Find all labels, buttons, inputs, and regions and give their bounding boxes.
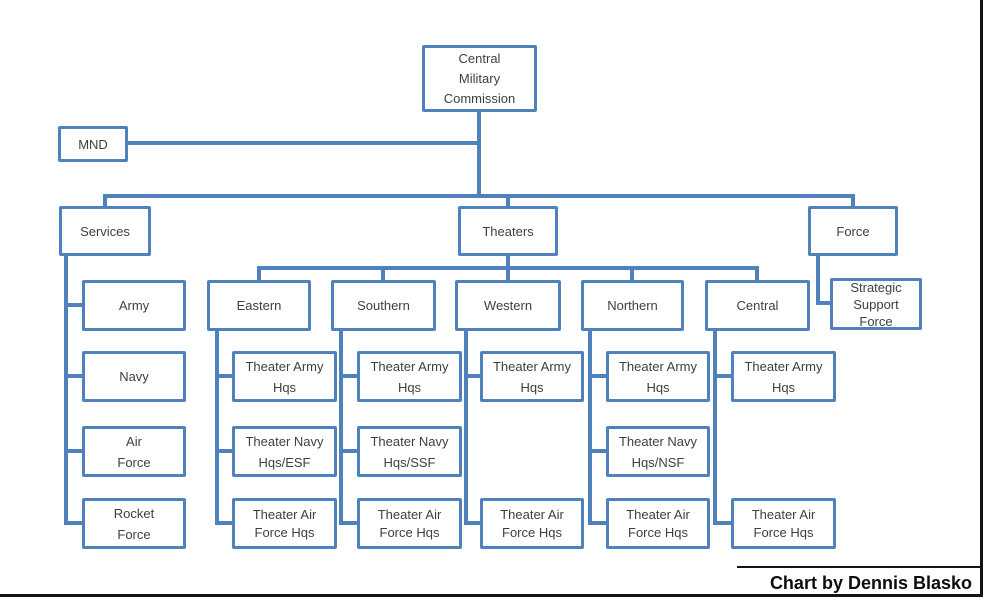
node-central-theater-army-hqs: Theater Army Hqs: [731, 351, 836, 402]
node-northern-theater-navy-hqs: Theater Navy Hqs/NSF: [606, 426, 710, 477]
node-theaters: Theaters: [458, 206, 558, 256]
node-rocket-force: Rocket Force: [82, 498, 186, 549]
node-northern-theater-army-hqs: Theater Army Hqs: [606, 351, 710, 402]
connector-top-rail: [103, 194, 855, 198]
node-label: Air Force: [117, 433, 151, 470]
node-label: Theater Army Hqs: [744, 358, 823, 395]
node-label: Theater Air Force Hqs: [626, 506, 690, 540]
connector-western-stub-3: [464, 521, 482, 525]
connector-northern-spine: [588, 329, 592, 525]
node-label: Theater Navy Hqs/ESF: [245, 433, 324, 470]
connector-stub-force: [851, 196, 855, 208]
node-label: Western: [483, 298, 533, 313]
frame-right-border: [980, 0, 983, 597]
connector-stub-eastern: [257, 268, 261, 281]
footer-rule: [737, 566, 983, 568]
node-label: Northern: [607, 298, 658, 313]
node-label: Force: [836, 223, 870, 239]
node-southern-theater-air-force-hqs: Theater Air Force Hqs: [357, 498, 462, 549]
node-eastern-theater-air-force-hqs: Theater Air Force Hqs: [232, 498, 337, 549]
connector-southern-stub-1: [339, 374, 359, 378]
node-eastern-theater-navy-hqs: Theater Navy Hqs/ESF: [232, 426, 337, 477]
chart-credit: Chart by Dennis Blasko: [769, 573, 972, 593]
connector-services-rocketforce-stub: [64, 521, 84, 525]
connector-western-stub-1: [464, 374, 482, 378]
node-label: Navy: [119, 369, 149, 384]
node-label: Southern: [357, 298, 410, 313]
node-label: MND: [78, 136, 108, 152]
node-label: Theater Army Hqs: [245, 358, 324, 395]
node-label: Theater Navy Hqs/SSF: [370, 433, 449, 470]
node-label: Theater Air Force Hqs: [252, 506, 317, 540]
node-strategic-support-force: Strategic Support Force: [830, 278, 922, 330]
connector-central-spine: [713, 329, 717, 525]
node-label: Theater Air Force Hqs: [500, 506, 564, 540]
node-label: Theater Army Hqs: [618, 358, 698, 395]
node-label: Army: [118, 298, 150, 313]
node-eastern-theater: Eastern: [207, 280, 311, 331]
node-central-military-commission: Central Military Commission: [422, 45, 537, 112]
connector-stub-northern: [630, 268, 634, 281]
node-services: Services: [59, 206, 151, 256]
connector-force-drop: [816, 254, 820, 305]
node-label: Services: [80, 223, 130, 239]
node-mnd: MND: [58, 126, 128, 162]
node-central-theater: Central: [705, 280, 810, 331]
connector-eastern-stub-3: [215, 521, 234, 525]
node-southern-theater-army-hqs: Theater Army Hqs: [357, 351, 462, 402]
connector-stub-western: [506, 268, 510, 281]
connector-force-ssf-stub: [816, 301, 832, 305]
connector-eastern-stub-2: [215, 449, 234, 453]
connector-cmc-drop: [477, 111, 481, 198]
connector-mnd-link: [127, 141, 481, 145]
connector-stub-southern: [381, 268, 385, 281]
node-army: Army: [82, 280, 186, 331]
connector-services-spine: [64, 254, 68, 525]
node-label: Theaters: [482, 223, 534, 239]
node-northern-theater-air-force-hqs: Theater Air Force Hqs: [606, 498, 710, 549]
node-label: Theater Air Force Hqs: [377, 506, 442, 540]
connector-stub-services: [103, 196, 107, 208]
frame-bottom-border: [0, 594, 983, 597]
connector-western-spine: [464, 329, 468, 525]
node-western-theater: Western: [455, 280, 561, 331]
node-label: Theater Navy Hqs/NSF: [618, 433, 698, 470]
node-label: Rocket Force: [113, 505, 155, 542]
node-label: Strategic Support Force: [850, 279, 902, 329]
node-western-theater-army-hqs: Theater Army Hqs: [480, 351, 584, 402]
node-force: Force: [808, 206, 898, 256]
connector-eastern-stub-1: [215, 374, 234, 378]
node-navy: Navy: [82, 351, 186, 402]
node-southern-theater: Southern: [331, 280, 436, 331]
connector-southern-stub-3: [339, 521, 359, 525]
connector-northern-stub-3: [588, 521, 608, 525]
connector-southern-spine: [339, 329, 343, 525]
node-central-theater-air-force-hqs: Theater Air Force Hqs: [731, 498, 836, 549]
node-label: Theater Air Force Hqs: [751, 506, 816, 540]
connector-northern-stub-1: [588, 374, 608, 378]
node-label: Central: [736, 298, 779, 313]
connector-northern-stub-2: [588, 449, 608, 453]
node-label: Theater Army Hqs: [492, 358, 572, 395]
node-label: Central Military Commission: [443, 50, 516, 106]
connector-central-stub-3: [713, 521, 733, 525]
connector-stub-theaters: [506, 196, 510, 208]
connector-eastern-spine: [215, 329, 219, 525]
connector-services-navy-stub: [64, 374, 84, 378]
connector-services-army-stub: [64, 303, 84, 307]
connector-services-airforce-stub: [64, 449, 84, 453]
node-northern-theater: Northern: [581, 280, 684, 331]
node-label: Eastern: [236, 298, 282, 313]
connector-theaters-drop: [506, 254, 510, 268]
node-western-theater-air-force-hqs: Theater Air Force Hqs: [480, 498, 584, 549]
connector-central-stub-1: [713, 374, 733, 378]
node-eastern-theater-army-hqs: Theater Army Hqs: [232, 351, 337, 402]
node-southern-theater-navy-hqs: Theater Navy Hqs/SSF: [357, 426, 462, 477]
node-air-force: Air Force: [82, 426, 186, 477]
node-label: Theater Army Hqs: [370, 358, 449, 395]
connector-southern-stub-2: [339, 449, 359, 453]
connector-stub-central: [755, 268, 759, 281]
